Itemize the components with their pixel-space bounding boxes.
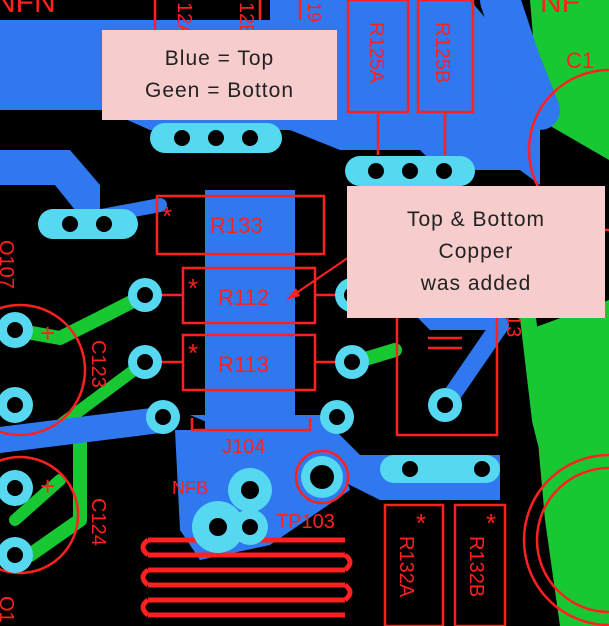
hole [96, 216, 112, 232]
label-c1-partial: C1 [566, 48, 594, 73]
pin1-mark-r112: * [188, 273, 198, 303]
added-note-line-1: Top & Bottom [406, 208, 546, 231]
plus-mark-c124: + [40, 471, 55, 501]
hole [437, 397, 453, 413]
j104-outline [190, 418, 312, 432]
inductor-coil-ends [140, 537, 353, 617]
bottom-pour-right-large [528, 300, 609, 626]
c124-outline [0, 455, 80, 575]
pad-holes [62, 130, 490, 477]
hole [137, 287, 153, 303]
top-pour-central-column [205, 190, 295, 430]
hole [241, 481, 259, 499]
hole [7, 397, 23, 413]
layer-legend-note: Blue = Top Geen = Botton [102, 30, 337, 120]
bottom-trace-lower-left [9, 474, 66, 526]
hole [7, 322, 23, 338]
hole [7, 480, 23, 496]
legend-line-top: Blue = Top [164, 47, 275, 70]
hole [137, 354, 153, 370]
hole [7, 547, 23, 563]
pin1-mark-r113: * [188, 338, 198, 368]
hole [242, 130, 258, 146]
hole [209, 518, 227, 536]
hole [208, 130, 224, 146]
pad-strip-r133 [38, 209, 138, 239]
label-r125a: R125A [365, 22, 387, 84]
label-nf-partial: NF [540, 0, 580, 19]
label-13-partial: 13 [502, 315, 524, 337]
r133-outline [155, 194, 326, 256]
pin1-mark-r133: * [162, 201, 172, 231]
label-r113: R113 [218, 352, 269, 377]
label-j104: J104 [222, 436, 265, 458]
label-nfn-partial: NFN [0, 0, 56, 19]
annotation-arrow [286, 254, 353, 300]
bottom-trace-c123 [8, 288, 152, 345]
label-r132b: R132B [465, 536, 487, 597]
added-note-line-3: was added [420, 272, 532, 295]
hole [474, 461, 490, 477]
r132a-outline [383, 503, 445, 626]
label-r125b: R125B [431, 22, 453, 83]
label-12b-partial: 12B [235, 2, 257, 38]
label-r133: R133 [210, 213, 263, 238]
label-c123: C123 [87, 340, 109, 388]
pin1-mark-r132b: * [486, 508, 496, 538]
label-c124: C124 [87, 498, 109, 546]
silkscreen-text: NFN NF C1 12A 12B 19 R125A R125B R133 R1… [0, 0, 594, 623]
copper-added-note: Top & Bottom Copper was added [347, 186, 605, 318]
label-nfb: NFB [172, 478, 208, 498]
label-r112: R112 [218, 285, 269, 310]
arrow-head [286, 288, 300, 300]
top-trace-upper-right [480, 0, 560, 130]
hole [62, 216, 78, 232]
label-q1-partial: Q1 [0, 596, 17, 623]
plus-mark-c123: + [40, 318, 55, 348]
label-r132a: R132A [395, 536, 417, 598]
r132b-outline [453, 503, 507, 626]
hole [368, 163, 384, 179]
tp103-ring [294, 449, 350, 505]
bottom-trace-c124 [23, 423, 87, 562]
hole [174, 130, 190, 146]
hole [310, 465, 334, 489]
hole [436, 163, 452, 179]
c123-outline [0, 303, 87, 437]
pin1-mark-r132a: * [416, 508, 426, 538]
label-q107: Q107 [0, 240, 17, 289]
hole [329, 409, 345, 425]
added-note-line-2: Copper [438, 240, 514, 263]
label-19-partial: 19 [304, 2, 324, 22]
hole [344, 354, 360, 370]
top-trace-left-bus [0, 407, 173, 453]
c1-lower-inner [535, 466, 609, 614]
hole [242, 519, 258, 535]
top-pour-left-mid [0, 150, 100, 210]
c1-outline [527, 68, 609, 232]
inductor-coil [148, 537, 345, 618]
legend-line-bottom: Geen = Botton [144, 79, 295, 102]
c1-lower-outline [522, 453, 609, 626]
hole [155, 409, 171, 425]
hole [402, 163, 418, 179]
arrow-shaft [291, 254, 353, 297]
label-12a-partial: 12A [173, 2, 195, 38]
hole [402, 461, 418, 477]
label-tp103: TP103 [276, 511, 335, 533]
